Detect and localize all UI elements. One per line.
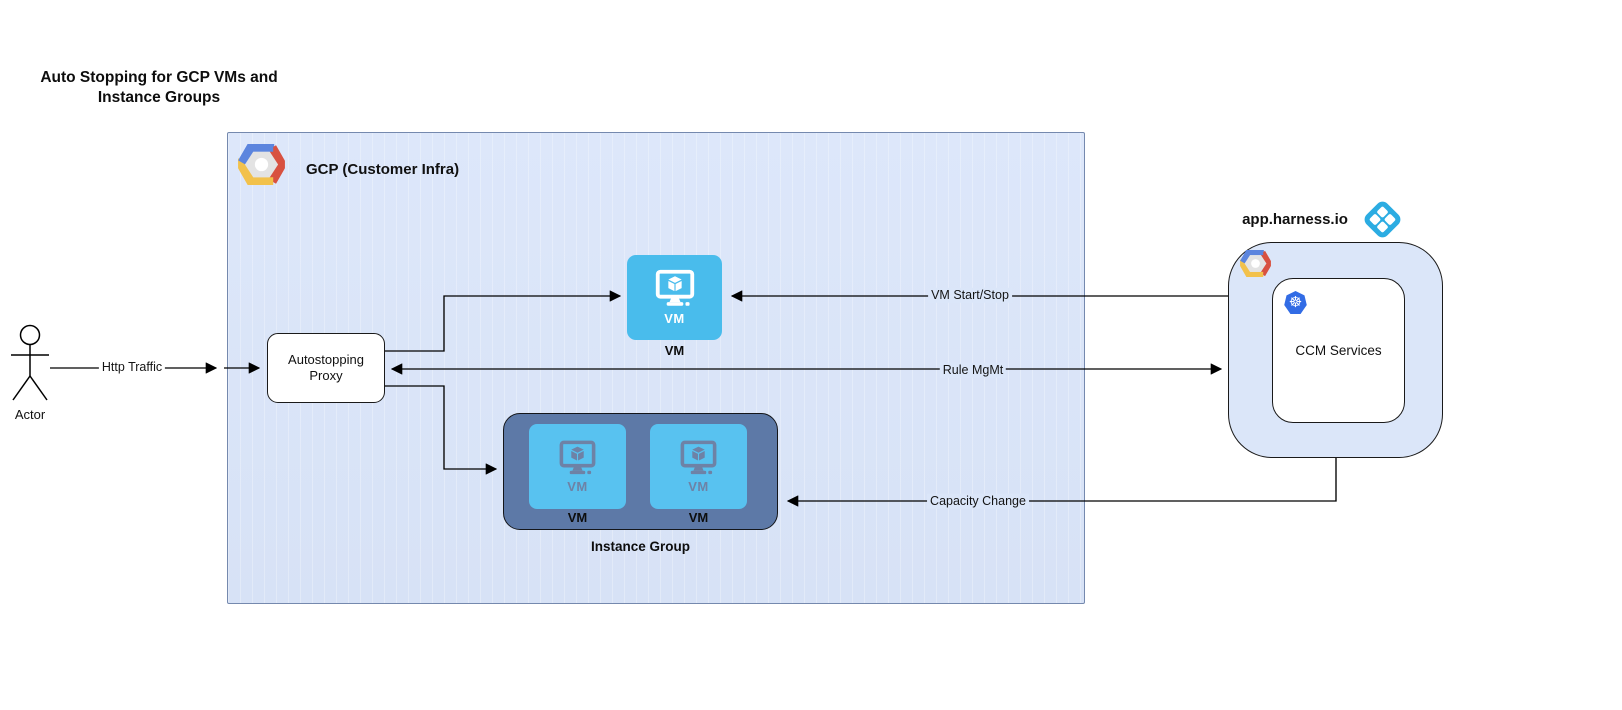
edge-label-capacity-change: Capacity Change [927,493,1029,509]
vm-tile-label: VM [567,510,588,525]
diagram-title: Auto Stopping for GCP VMs and Instance G… [40,69,278,107]
edge-label-rule-mgmt: Rule MgMt [939,362,1007,378]
instance-group-label: Instance Group [590,539,690,554]
gcp-logo-icon-small [1240,250,1271,277]
vm-label: VM [664,343,685,358]
autostopping-proxy-box: Autostopping Proxy [267,333,385,403]
kubernetes-icon: ☸ [1284,291,1307,314]
actor-label: Actor [14,407,46,422]
kubernetes-helm-glyph: ☸ [1288,294,1303,311]
ccm-services-box: CCM Services [1272,278,1405,423]
harness-domain-label: app.harness.io [1242,211,1348,228]
edge-label-vm-start-stop: VM Start/Stop [928,287,1012,303]
vm-monitor-cube-icon [652,269,698,309]
instance-group-box: VM VM VM VM [503,413,778,530]
vm-tile-inner-label: VM [688,478,709,494]
gcp-logo-icon [238,144,285,185]
instance-group-vm-tile: VM [650,424,747,509]
vm-tile-inner-label: VM [567,478,588,494]
instance-group-vm-tile: VM [529,424,626,509]
vm-tile-label: VM [688,510,709,525]
vm-monitor-cube-icon [677,440,720,477]
vm-box: VM [627,255,722,340]
actor-stick-figure-icon [11,324,49,401]
vm-box-inner-label: VM [664,311,685,326]
gcp-box-label: GCP (Customer Infra) [306,161,460,178]
autostopping-proxy-label: Autostopping Proxy [288,351,364,383]
ccm-services-label: CCM Services [1295,343,1382,358]
edge-label-http-traffic: Http Traffic [98,359,166,375]
harness-logo-icon [1361,198,1404,241]
vm-monitor-cube-icon [556,440,599,477]
